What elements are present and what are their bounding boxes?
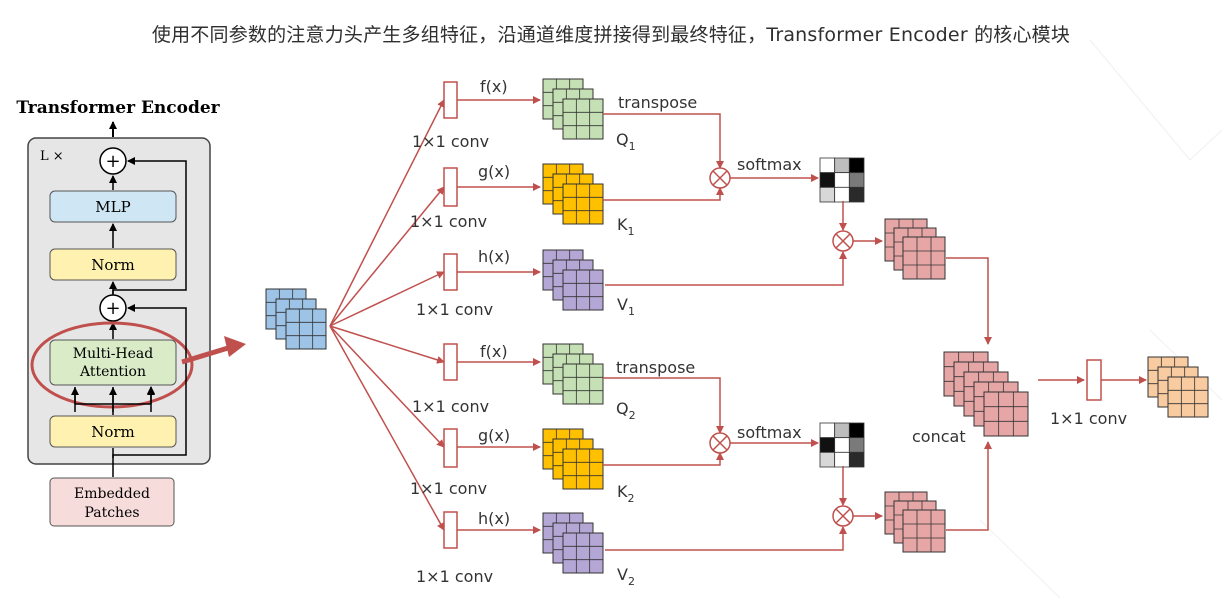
attention-output-1	[884, 218, 946, 280]
softmax-label-1: softmax	[737, 155, 802, 174]
value-feature-map-1	[542, 249, 604, 311]
f-label-1: f(x)	[480, 77, 508, 96]
feature-maps	[265, 78, 1209, 574]
multiply-icon	[709, 432, 731, 454]
query-feature-map-2	[542, 343, 604, 405]
attention-matrix-icon	[819, 422, 865, 468]
page-caption: 使用不同参数的注意力头产生多组特征，沿通道维度拼接得到最终特征，Transfor…	[151, 24, 1071, 46]
k1-label: K1	[617, 215, 635, 238]
conv-bars	[443, 81, 1102, 549]
conv-label-h1: 1×1 conv	[416, 300, 493, 319]
norm-top-label: Norm	[91, 256, 135, 274]
h-label-2: h(x)	[478, 509, 510, 528]
v1-label: V1	[617, 295, 635, 318]
conv-label-f2: 1×1 conv	[412, 397, 489, 416]
multiply-icon	[709, 167, 731, 189]
norm-bottom-label: Norm	[91, 423, 135, 441]
norm-bottom-box	[49, 415, 177, 448]
conv-label-f1: 1×1 conv	[412, 132, 489, 151]
transformer-encoder: Transformer Encoder L × + MLP Norm + Mul…	[16, 98, 246, 527]
transpose-label-2: transpose	[616, 358, 695, 377]
g-label-1: g(x)	[478, 162, 510, 181]
highlight-ellipse	[30, 321, 194, 409]
background-lines	[979, 39, 1222, 598]
flow-arrows	[329, 96, 1147, 551]
conv-label-g1: 1×1 conv	[410, 212, 487, 231]
encoder-title: Transformer Encoder	[16, 98, 220, 118]
multiply-icon	[832, 230, 854, 252]
input-feature-map	[265, 288, 327, 350]
plus-label-mid: +	[105, 298, 120, 319]
multiply-icons	[709, 167, 854, 527]
concat-feature-map	[943, 351, 1029, 437]
key-feature-map-2	[542, 428, 604, 490]
value-feature-map-2	[542, 512, 604, 574]
h-label-1: h(x)	[478, 247, 510, 266]
attention-matrix-icon	[819, 157, 865, 203]
conv-label-h2: 1×1 conv	[416, 567, 493, 586]
arrow-icon	[224, 336, 246, 357]
key-feature-map-1	[542, 163, 604, 225]
query-feature-map-1	[542, 78, 604, 140]
attention-matrices	[819, 157, 865, 468]
f-label-2: f(x)	[480, 342, 508, 361]
multiply-icon	[832, 505, 854, 527]
attention-label-line1: Multi-Head	[73, 346, 154, 362]
v2-label: V2	[617, 565, 635, 588]
attention-box	[49, 339, 177, 386]
softmax-label-2: softmax	[737, 423, 802, 442]
conv-label-g2: 1×1 conv	[410, 479, 487, 498]
embedded-patches-box	[49, 477, 175, 527]
embedded-label-line2: Patches	[84, 505, 139, 521]
k2-label: K2	[617, 482, 635, 505]
norm-top-box	[49, 248, 177, 281]
repeat-label: L ×	[40, 149, 64, 164]
mlp-box	[49, 190, 177, 223]
mlp-label: MLP	[95, 198, 130, 216]
attention-output-2	[884, 491, 946, 553]
embedded-label-line1: Embedded	[74, 486, 150, 502]
q1-label: Q1	[616, 130, 636, 153]
concat-label: concat	[912, 427, 966, 446]
final-feature-map	[1147, 356, 1209, 418]
transpose-label-1: transpose	[618, 93, 697, 112]
plus-label-top: +	[105, 151, 120, 172]
g-label-2: g(x)	[478, 426, 510, 445]
q2-label: Q2	[616, 399, 636, 422]
attention-label-line2: Attention	[79, 364, 146, 380]
final-conv-label: 1×1 conv	[1050, 409, 1127, 428]
